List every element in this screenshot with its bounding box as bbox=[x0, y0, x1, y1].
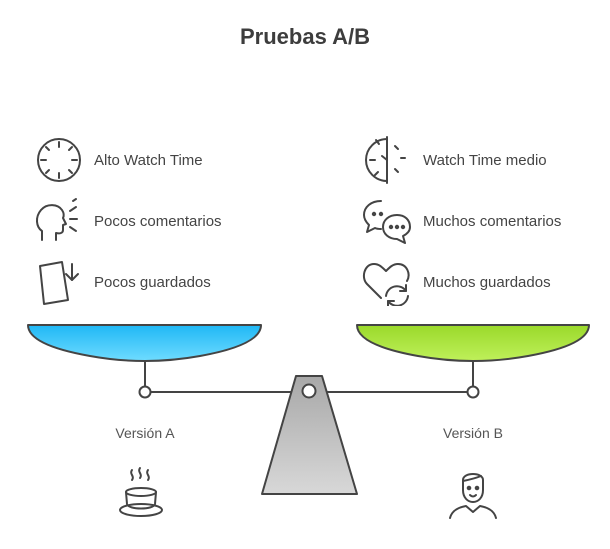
diagram-title: Pruebas A/B bbox=[239, 24, 370, 49]
version-b-label: Versión B bbox=[443, 425, 503, 441]
person-avatar-icon bbox=[448, 466, 498, 530]
scale-base bbox=[261, 375, 358, 495]
left-item-saves: Pocos guardados bbox=[32, 258, 211, 306]
left-item-label: Pocos guardados bbox=[94, 273, 211, 291]
left-joint bbox=[138, 385, 152, 399]
chat-bubbles-icon bbox=[361, 197, 415, 245]
clock-icon bbox=[32, 136, 86, 184]
right-item-label: Muchos guardados bbox=[423, 273, 551, 291]
right-pan bbox=[356, 324, 590, 362]
right-joint bbox=[466, 385, 480, 399]
right-item-label: Watch Time medio bbox=[423, 151, 547, 169]
left-item-label: Alto Watch Time bbox=[94, 151, 203, 169]
hot-coffee-cup-icon bbox=[116, 466, 166, 530]
right-item-comments: Muchos comentarios bbox=[361, 197, 561, 245]
save-download-icon bbox=[32, 258, 86, 306]
right-item-saves: Muchos guardados bbox=[361, 258, 551, 307]
left-item-label: Pocos comentarios bbox=[94, 212, 222, 230]
pivot-joint bbox=[301, 383, 317, 399]
left-item-watch-time: Alto Watch Time bbox=[32, 136, 203, 184]
right-item-label: Muchos comentarios bbox=[423, 212, 562, 230]
speaking-head-icon bbox=[32, 197, 86, 245]
half-clock-icon bbox=[361, 136, 415, 184]
heart-refresh-icon bbox=[361, 258, 415, 307]
left-item-comments: Pocos comentarios bbox=[32, 197, 222, 245]
version-a-label: Versión A bbox=[115, 425, 175, 441]
right-item-watch-time: Watch Time medio bbox=[361, 136, 547, 184]
left-pan bbox=[27, 324, 262, 362]
